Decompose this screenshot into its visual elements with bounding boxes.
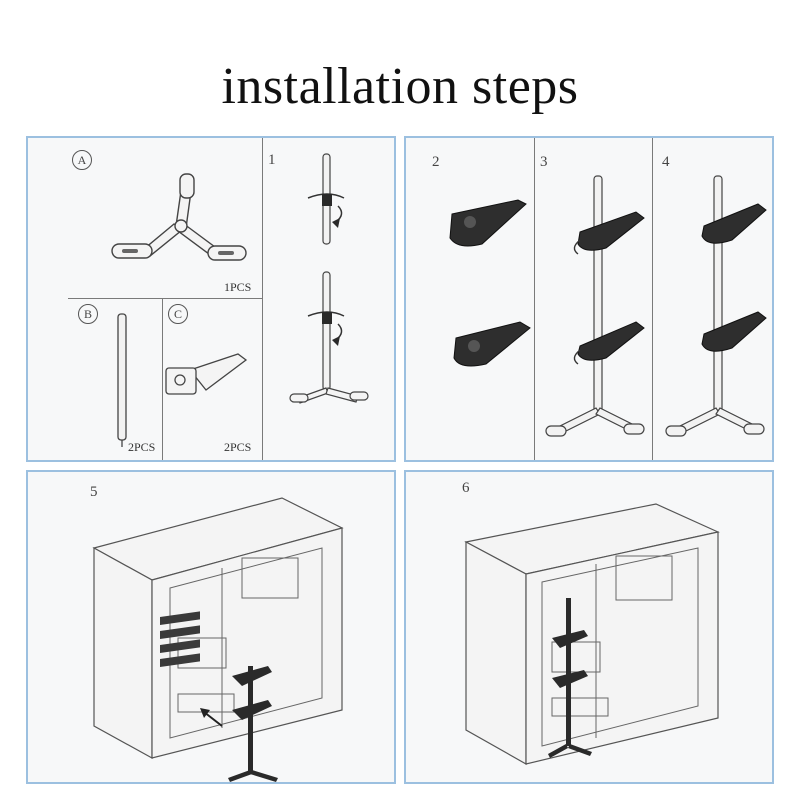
step-6-label: 6 bbox=[462, 480, 470, 496]
step-1-illustration bbox=[289, 153, 369, 404]
part-b-quantity: 2PCS bbox=[128, 440, 156, 454]
panel-divider-step-4 bbox=[652, 138, 653, 460]
step-5-case-illustration bbox=[92, 497, 344, 782]
step-5-panel: 5 bbox=[26, 470, 396, 784]
part-c-quantity: 2PCS bbox=[224, 440, 252, 454]
step-6-case-illustration bbox=[464, 503, 720, 766]
pole-illustration bbox=[117, 313, 127, 447]
part-b-marker: B bbox=[78, 304, 98, 324]
panel-divider-horizontal bbox=[68, 298, 262, 299]
steps-2-4-panel: 2 3 4 bbox=[404, 136, 774, 462]
step-4-label: 4 bbox=[662, 154, 670, 170]
tripod-base-illustration bbox=[111, 173, 247, 261]
step-3-label: 3 bbox=[540, 154, 548, 170]
bracket-part-illustration bbox=[165, 353, 248, 395]
step-2-label: 2 bbox=[432, 154, 440, 170]
step-2-illustration bbox=[449, 199, 531, 367]
parts-panel: A 1PCS B 2PCS C 2PCS 1 bbox=[26, 136, 396, 462]
panel-divider-vertical bbox=[262, 138, 263, 460]
panel-divider-step-3 bbox=[534, 138, 535, 460]
step-4-illustration bbox=[665, 175, 767, 437]
page-title: installation steps bbox=[221, 58, 579, 115]
step-3-illustration bbox=[545, 175, 645, 437]
part-a-marker: A bbox=[72, 150, 92, 170]
step-5-label: 5 bbox=[90, 484, 98, 500]
step-6-panel: 6 bbox=[404, 470, 774, 784]
panel-divider-parts bbox=[162, 298, 163, 460]
step-1-label: 1 bbox=[268, 152, 276, 168]
part-a-quantity: 1PCS bbox=[224, 280, 252, 294]
part-c-marker: C bbox=[168, 304, 188, 324]
